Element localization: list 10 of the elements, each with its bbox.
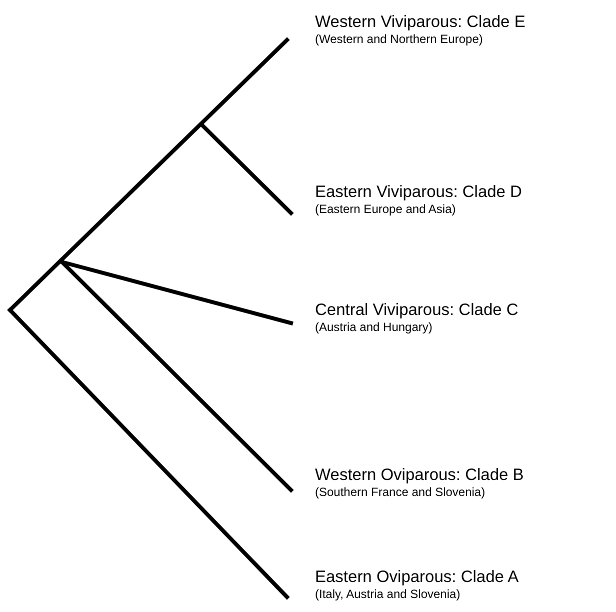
clade-region: (Southern France and Slovenia) bbox=[315, 485, 486, 500]
clade-name: Western Oviparous: Clade B bbox=[315, 465, 524, 485]
clade-name: Eastern Viviparous: Clade D bbox=[315, 182, 522, 202]
clade-region: (Western and Northern Europe) bbox=[315, 32, 484, 47]
clade-name: Eastern Oviparous: Clade A bbox=[315, 567, 519, 587]
clade-region: (Austria and Hungary) bbox=[315, 320, 434, 335]
clade-name: Western Viviparous: Clade E bbox=[315, 12, 526, 32]
clade-region: (Eastern Europe and Asia) bbox=[315, 202, 457, 217]
clade-name: Central Viviparous: Clade C bbox=[315, 300, 518, 320]
clade-region: (Italy, Austria and Slovenia) bbox=[315, 587, 462, 602]
